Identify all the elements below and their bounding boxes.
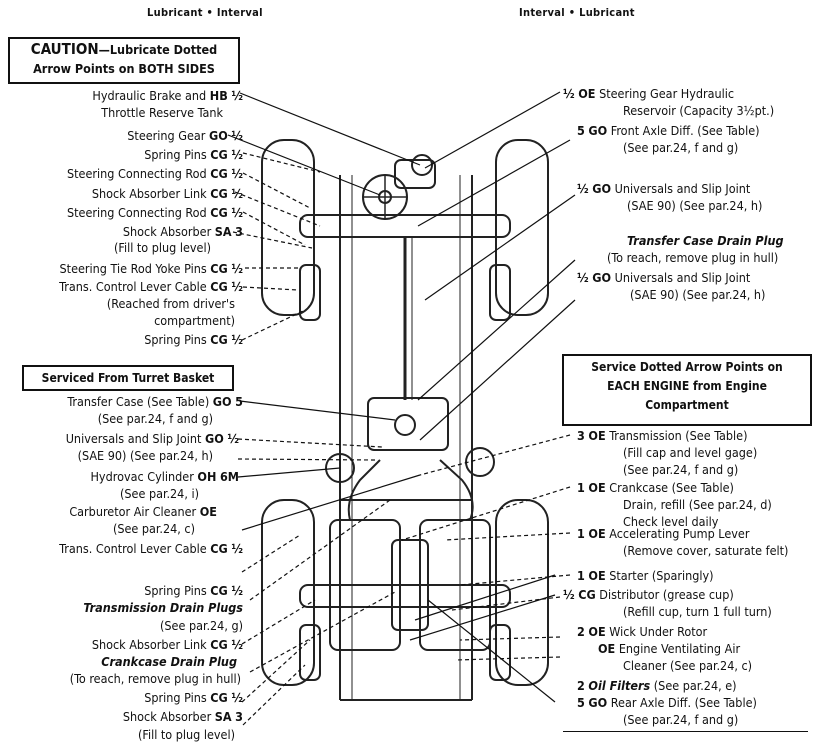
turret-basket-label: Serviced From Turret Basket xyxy=(41,371,215,385)
left-label: Throttle Reserve Tank xyxy=(101,105,223,120)
caution-word: CAUTION xyxy=(30,40,99,58)
right-label: Check level daily xyxy=(623,514,719,529)
right-label: ½ OE Steering Gear Hydraulic xyxy=(563,86,735,101)
left-label: Trans. Control Lever Cable CG ½ xyxy=(59,279,243,294)
left-label: (Fill to plug level) xyxy=(114,240,211,255)
right-label: 1 OE Starter (Sparingly) xyxy=(577,568,714,583)
caution-text: —Lubricate Dotted xyxy=(98,42,218,57)
right-label: (Fill cap and level gage) xyxy=(623,445,758,460)
left-label: (See par.24, i) xyxy=(120,486,199,501)
left-label: (SAE 90) (See par.24, h) xyxy=(77,448,213,463)
transfer-case xyxy=(367,397,449,451)
left-label: (To reach, remove plug in hull) xyxy=(69,671,241,686)
left-label: Crankcase Drain Plug xyxy=(101,654,237,669)
left-label: Shock Absorber Link CG ½ xyxy=(91,637,243,652)
left-label: Steering Tie Rod Yoke Pins CG ½ xyxy=(59,261,243,276)
turret-basket-box: Serviced From Turret Basket xyxy=(22,365,234,391)
caution-line2: Arrow Points on BOTH SIDES xyxy=(33,61,215,76)
right-label: 5 GO Rear Axle Diff. (See Table) xyxy=(577,695,757,710)
left-label: (Fill to plug level) xyxy=(138,727,235,742)
left-label: Trans. Control Lever Cable CG ½ xyxy=(59,541,243,556)
left-label: Steering Connecting Rod CG ½ xyxy=(66,205,243,220)
right-label: (See par.24, f and g) xyxy=(623,140,739,155)
bottom-rule xyxy=(563,731,808,732)
left-label: Shock Absorber SA 3 xyxy=(122,224,243,239)
right-label: 2 Oil Filters (See par.24, e) xyxy=(577,678,737,693)
left-label: (See par.24, f and g) xyxy=(97,411,213,426)
left-label: compartment) xyxy=(154,313,235,328)
left-label: Universals and Slip Joint GO ½ xyxy=(65,431,239,446)
left-label: Hydraulic Brake and HB ½ xyxy=(92,88,243,103)
front-right-wheel xyxy=(495,139,549,316)
left-label: Steering Gear GO ½ xyxy=(127,128,243,143)
right-label: Drain, refill (See par.24, d) xyxy=(623,497,772,512)
right-label: (Refill cup, turn 1 full turn) xyxy=(623,604,772,619)
left-label: Transmission Drain Plugs xyxy=(83,600,243,615)
engine-box-line2: EACH ENGINE from Engine xyxy=(607,379,767,393)
left-label: Spring Pins CG ½ xyxy=(144,147,243,162)
left-label: Shock Absorber SA 3 xyxy=(122,709,243,724)
right-label: Reservoir (Capacity 3½pt.) xyxy=(623,103,775,118)
rear-axle xyxy=(299,584,511,608)
right-label: ½ CG Distributor (grease cup) xyxy=(563,587,734,602)
right-label: (Remove cover, saturate felt) xyxy=(623,543,789,558)
left-label: Spring Pins CG ½ xyxy=(144,583,243,598)
header-left: Lubricant • Interval xyxy=(147,6,263,19)
right-label: (See par.24, f and g) xyxy=(623,712,739,727)
rear-left-wheel xyxy=(261,499,315,686)
right-label: ½ GO Universals and Slip Joint xyxy=(577,181,751,196)
engine-box-line1: Service Dotted Arrow Points on xyxy=(591,360,783,374)
caution-box: CAUTION—Lubricate Dotted Arrow Points on… xyxy=(8,37,240,84)
right-label: 5 GO Front Axle Diff. (See Table) xyxy=(577,123,760,138)
right-label: Transfer Case Drain Plug xyxy=(627,233,784,248)
front-axle xyxy=(299,214,511,238)
right-label: (SAE 90) (See par.24, h) xyxy=(627,198,763,213)
left-label: (See par.24, g) xyxy=(160,618,243,633)
right-label: 1 OE Crankcase (See Table) xyxy=(577,480,734,495)
left-label: Spring Pins CG ½ xyxy=(144,332,243,347)
right-label: (SAE 90) (See par.24, h) xyxy=(630,287,766,302)
engine-compartment-box: Service Dotted Arrow Points on EACH ENGI… xyxy=(562,354,812,426)
right-label: (See par.24, f and g) xyxy=(623,462,739,477)
right-label: (To reach, remove plug in hull) xyxy=(607,250,779,265)
right-label: 1 OE Accelerating Pump Lever xyxy=(577,526,750,541)
left-label: Transfer Case (See Table) GO 5 xyxy=(67,394,243,409)
right-label: Cleaner (See par.24, c) xyxy=(623,658,753,673)
left-label: Hydrovac Cylinder OH 6M xyxy=(90,469,239,484)
rear-right-wheel xyxy=(495,499,549,686)
left-label: Carburetor Air Cleaner OE xyxy=(69,504,217,519)
right-label: ½ GO Universals and Slip Joint xyxy=(577,270,751,285)
right-label: 3 OE Transmission (See Table) xyxy=(577,428,748,443)
left-label: (Reached from driver's xyxy=(106,296,235,311)
engine-box-line3: Compartment xyxy=(645,398,729,412)
right-label: OE Engine Ventilating Air xyxy=(598,641,741,656)
left-label: Steering Connecting Rod CG ½ xyxy=(66,166,243,181)
front-left-wheel xyxy=(261,139,315,316)
left-label: Spring Pins CG ½ xyxy=(144,690,243,705)
left-label: (See par.24, c) xyxy=(112,521,195,536)
header-right: Interval • Lubricant xyxy=(519,6,635,19)
left-label: Shock Absorber Link CG ½ xyxy=(91,186,243,201)
right-label: 2 OE Wick Under Rotor xyxy=(577,624,708,639)
